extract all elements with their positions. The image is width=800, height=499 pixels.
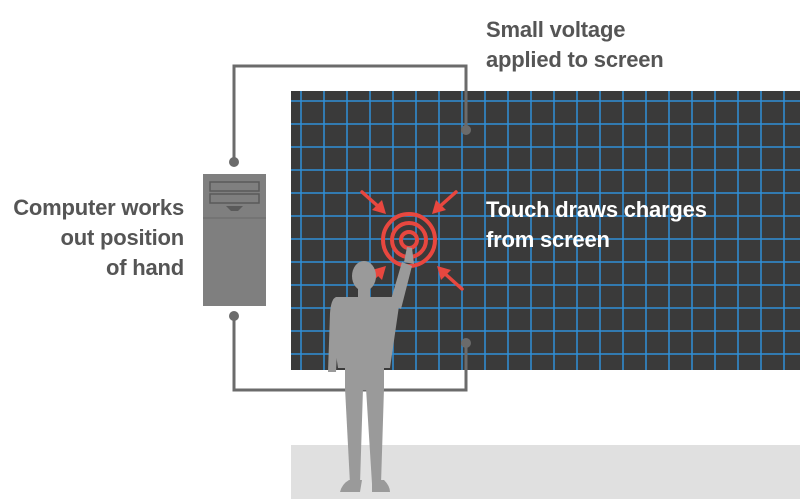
touch-label-line-2: from screen — [486, 227, 610, 252]
top-wire — [232, 64, 468, 160]
computer-tower-icon — [203, 174, 266, 306]
screen-grid — [291, 91, 800, 370]
contact-bottom-screen — [461, 338, 471, 348]
computer-label-line-3: of hand — [105, 255, 184, 280]
touch-label-line-1: Touch draws charges — [486, 197, 707, 222]
contact-bottom-computer — [229, 311, 239, 321]
floor — [291, 445, 800, 499]
computer-label: Computer works out position of hand — [0, 193, 184, 283]
computer-label-line-1: Computer works — [13, 195, 184, 220]
voltage-label-line-1: Small voltage — [486, 17, 626, 42]
contact-top-computer — [229, 157, 239, 167]
touch-label: Touch draws charges from screen — [486, 195, 707, 255]
voltage-label-line-2: applied to screen — [486, 47, 664, 72]
inward-arrow-icon — [360, 190, 464, 291]
person-silhouette-icon — [328, 247, 414, 492]
computer-label-line-2: out position — [60, 225, 185, 250]
voltage-label: Small voltage applied to screen — [486, 15, 664, 75]
contact-top-screen — [461, 125, 471, 135]
wire-contacts — [229, 125, 471, 348]
